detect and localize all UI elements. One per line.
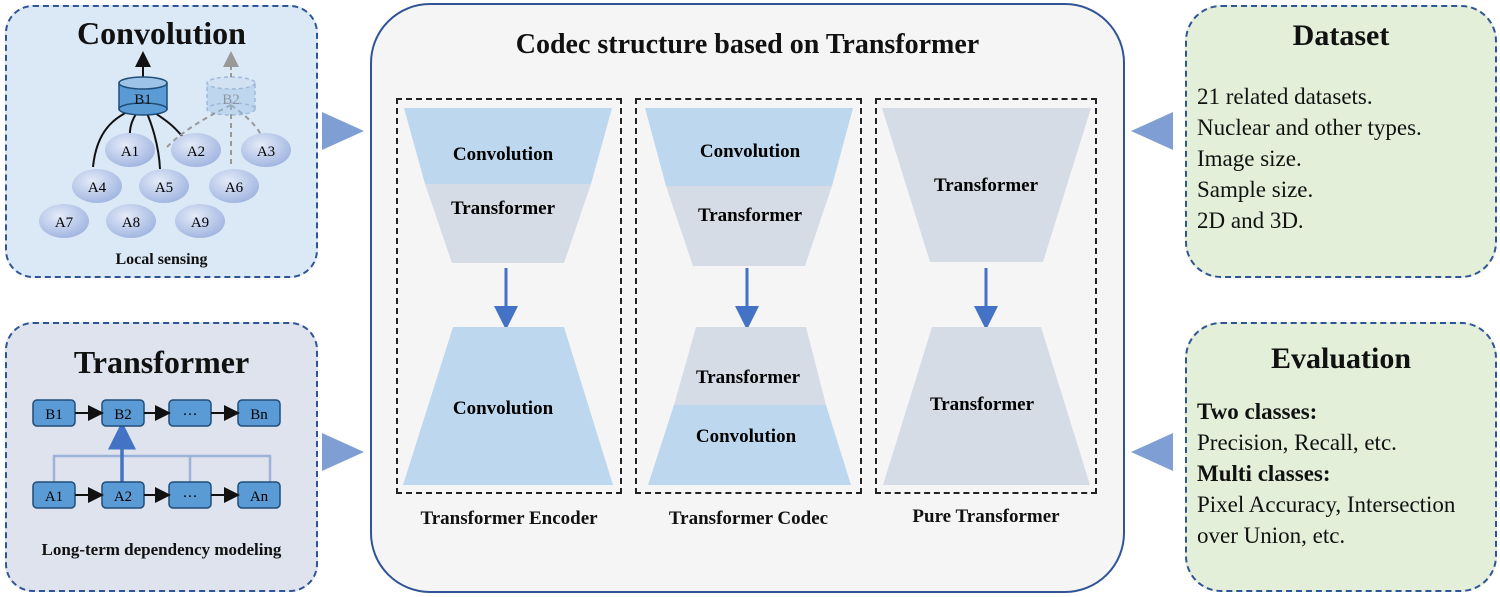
- node-a1: A1: [105, 133, 155, 167]
- svg-text:A8: A8: [122, 215, 140, 231]
- convolution-panel: Convolution: [5, 5, 318, 278]
- encoder-top-trapezoid: Convolution Transformer: [404, 108, 612, 263]
- dataset-title: Dataset: [1292, 19, 1390, 52]
- svg-text:A5: A5: [155, 180, 173, 196]
- codec-bottom-convolution: Convolution: [696, 426, 797, 447]
- evaluation-pointer-icon: [1131, 433, 1173, 471]
- svg-text:A7: A7: [55, 215, 74, 231]
- encoder-label: Transformer Encoder: [420, 508, 598, 529]
- token-a-dots: ···: [183, 489, 198, 505]
- codec-bottom-trapezoid: Transformer Convolution: [648, 327, 851, 485]
- dataset-panel: Dataset 21 related datasets. Nuclear and…: [1185, 5, 1497, 278]
- convolution-graph: B1 B2 A1 A2 A3 A4 A5 A6 A7 A8 A9: [39, 51, 291, 238]
- token-b-dots: ···: [183, 407, 198, 423]
- token-bn: Bn: [250, 407, 268, 423]
- node-a7: A7: [39, 204, 89, 238]
- codec-top-trapezoid: Convolution Transformer: [645, 108, 853, 266]
- node-a9: A9: [175, 204, 225, 238]
- evaluation-title: Evaluation: [1270, 342, 1412, 375]
- b1-cylinder: B1: [118, 76, 168, 116]
- bottom-row: A1 A2 ··· An: [32, 481, 281, 509]
- node-a6: A6: [209, 169, 259, 203]
- dataset-pointer-icon: [1131, 112, 1173, 150]
- encoder-bottom-convolution: Convolution: [453, 398, 554, 419]
- token-an: An: [250, 489, 269, 505]
- token-a1: A1: [45, 489, 63, 505]
- codec-label: Transformer Codec: [668, 508, 829, 529]
- encoder-top-convolution: Convolution: [453, 144, 554, 165]
- node-a4: A4: [72, 169, 122, 203]
- pure-bottom-transformer: Transformer: [930, 394, 1035, 415]
- transformer-graph: B1 B2 ··· Bn A1 A2 ··· An: [32, 399, 281, 509]
- token-b1: B1: [45, 407, 63, 423]
- dataset-line: 21 related datasets.: [1197, 84, 1373, 109]
- token-b2: B2: [114, 407, 132, 423]
- node-a5: A5: [139, 169, 189, 203]
- b2-label: B2: [222, 92, 240, 108]
- pure-top-trapezoid: Transformer: [882, 108, 1091, 262]
- encoder-bottom-trapezoid: Convolution: [403, 327, 613, 485]
- two-classes-text: Precision, Recall, etc.: [1197, 430, 1397, 455]
- dataset-line: Sample size.: [1197, 177, 1314, 202]
- dataset-line: Nuclear and other types.: [1197, 115, 1422, 140]
- convolution-title: Convolution: [77, 15, 246, 51]
- svg-text:A1: A1: [121, 144, 139, 160]
- codec-top-transformer: Transformer: [698, 205, 803, 226]
- multi-classes-line1: Pixel Accuracy, Intersection: [1197, 492, 1456, 517]
- b1-label: B1: [134, 92, 152, 108]
- svg-text:A2: A2: [187, 144, 205, 160]
- b2-cylinder: B2: [206, 76, 256, 116]
- encoder-frame: [396, 98, 622, 494]
- codec-frame: [635, 98, 862, 494]
- two-classes-heading: Two classes:: [1197, 399, 1318, 424]
- codec-top-convolution: Convolution: [700, 141, 801, 162]
- token-a2: A2: [114, 489, 132, 505]
- evaluation-panel: Evaluation Two classes: Precision, Recal…: [1185, 322, 1497, 592]
- pure-top-transformer: Transformer: [934, 175, 1039, 196]
- node-a2: A2: [171, 133, 221, 167]
- encoder-top-transformer: Transformer: [451, 198, 556, 219]
- pure-label: Pure Transformer: [912, 506, 1060, 527]
- codec-title: Codec structure based on Transformer: [515, 29, 980, 60]
- transformer-title: Transformer: [73, 344, 250, 380]
- codec-bottom-transformer: Transformer: [696, 367, 801, 388]
- transformer-pointer-icon: [322, 433, 364, 471]
- pure-frame: [875, 98, 1097, 494]
- dataset-line: 2D and 3D.: [1197, 208, 1304, 233]
- convolution-pointer-icon: [322, 112, 364, 150]
- multi-classes-line2: over Union, etc.: [1197, 523, 1346, 548]
- top-row: B1 B2 ··· Bn: [32, 399, 281, 427]
- svg-text:A9: A9: [191, 215, 209, 231]
- svg-text:A6: A6: [225, 180, 244, 196]
- svg-text:A4: A4: [88, 180, 107, 196]
- multi-classes-heading: Multi classes:: [1197, 461, 1331, 486]
- convolution-caption: Local sensing: [115, 251, 208, 268]
- evaluation-body: Two classes: Precision, Recall, etc. Mul…: [1197, 396, 1497, 551]
- svg-text:A3: A3: [257, 144, 275, 160]
- dataset-line: Image size.: [1197, 146, 1302, 171]
- transformer-panel: Transformer B1 B2 ··· Bn: [5, 322, 318, 592]
- dataset-list: 21 related datasets. Nuclear and other t…: [1197, 81, 1422, 236]
- node-a8: A8: [106, 204, 156, 238]
- transformer-caption: Long-term dependency modeling: [41, 540, 282, 559]
- pure-bottom-trapezoid: Transformer: [883, 327, 1090, 485]
- node-a3: A3: [241, 133, 291, 167]
